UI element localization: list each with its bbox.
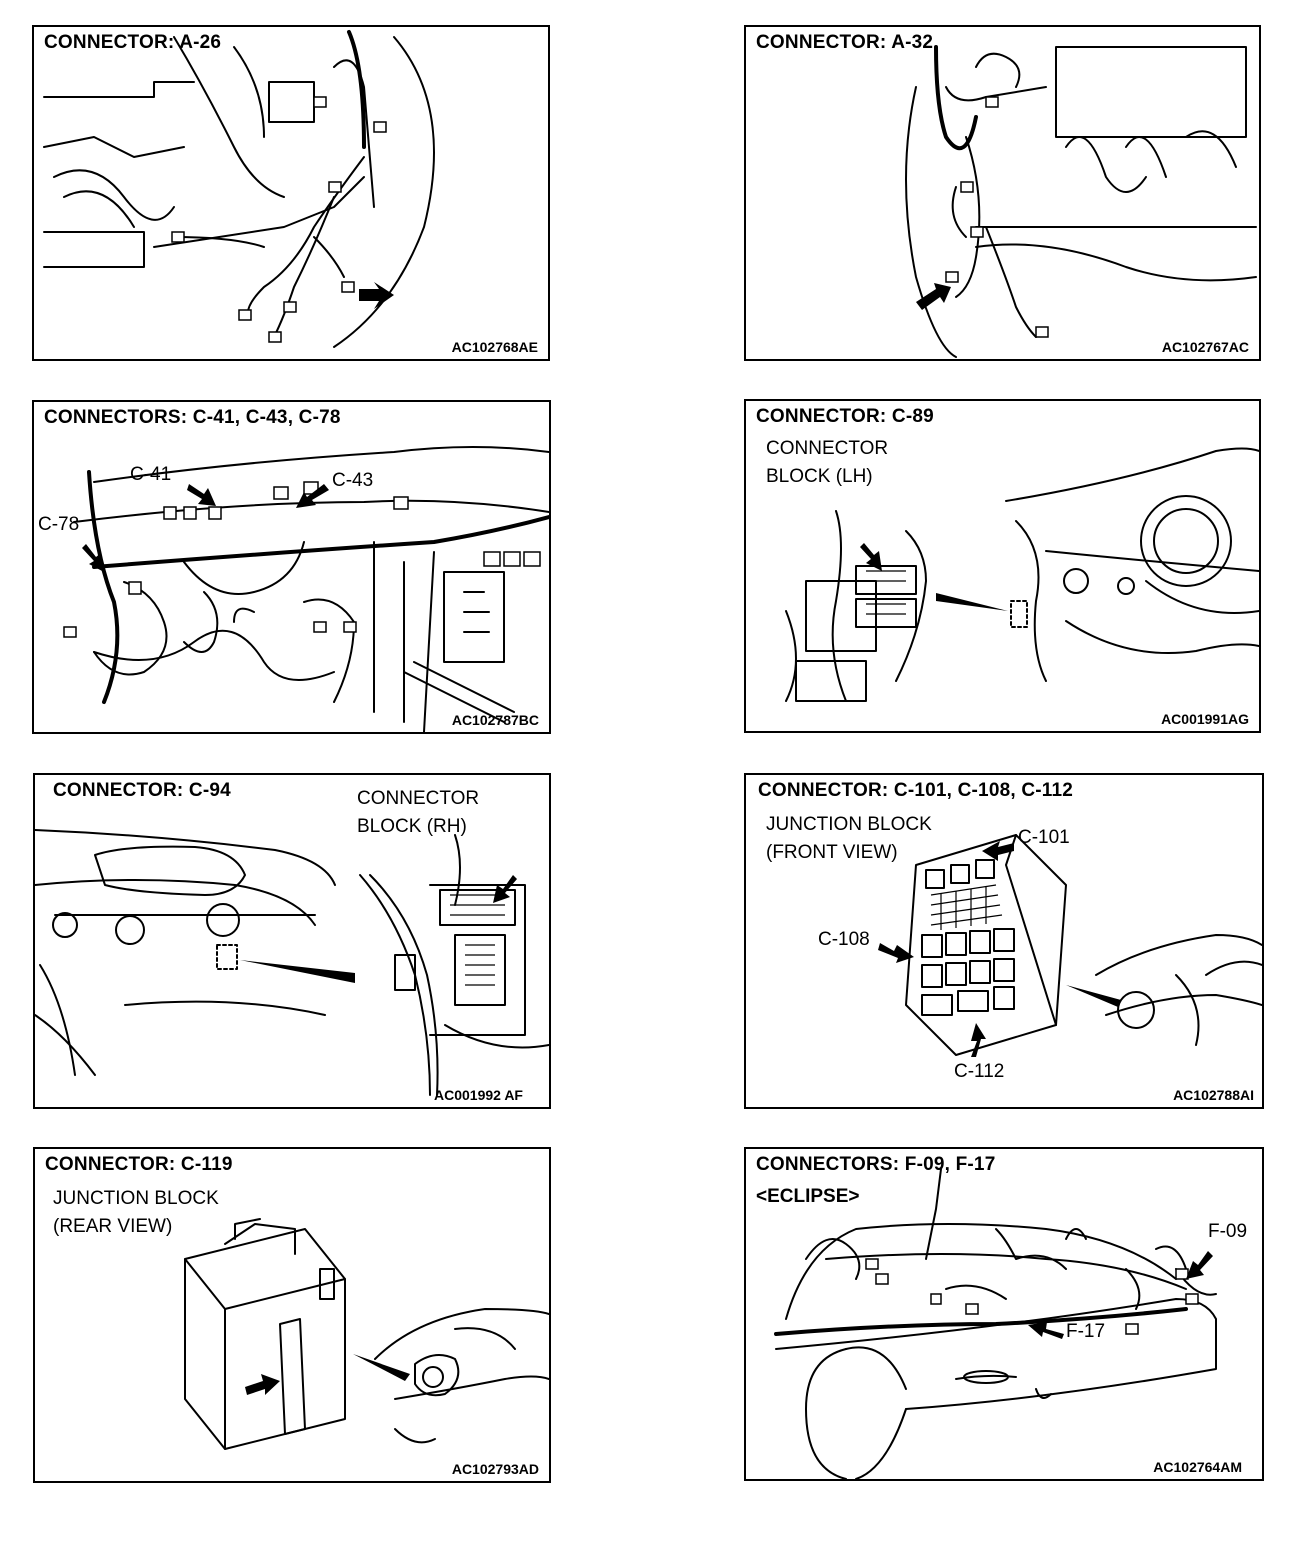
diagram-panel-a26: CONNECTOR: A-26 AC102768AE bbox=[32, 25, 550, 361]
pointer-arrow-icon bbox=[860, 543, 882, 571]
engine-bay-illustration bbox=[905, 45, 1257, 358]
c108-label: C-108 bbox=[818, 929, 870, 950]
panel-title: CONNECTORS: C-41, C-43, C-78 bbox=[44, 407, 341, 428]
c43-label: C-43 bbox=[332, 470, 374, 491]
connector-block-illustration bbox=[35, 829, 549, 1096]
junction-block-illustration bbox=[184, 1218, 549, 1450]
diagram-panel-c119: CONNECTOR: C-119 JUNCTION BLOCK (REAR VI… bbox=[33, 1147, 551, 1483]
subtitle-line2: (FRONT VIEW) bbox=[766, 842, 898, 863]
panel-title: CONNECTOR: A-32 bbox=[756, 32, 934, 53]
c101-label: C-101 bbox=[1018, 827, 1070, 848]
subtitle-line1: JUNCTION BLOCK bbox=[53, 1188, 219, 1209]
locator-wedge-icon bbox=[936, 593, 1008, 611]
c43-arrow-icon bbox=[296, 484, 329, 508]
panel-title: CONNECTOR: C-119 bbox=[45, 1154, 233, 1175]
c78-arrow-icon bbox=[82, 544, 104, 572]
c112-arrow-icon bbox=[971, 1023, 986, 1057]
junction-block-illustration bbox=[878, 834, 1262, 1057]
figure-code: AC102787BC bbox=[451, 712, 539, 728]
subtitle-line2: BLOCK (LH) bbox=[766, 466, 873, 487]
diagram-panel-a32: CONNECTOR: A-32 AC102767AC bbox=[744, 25, 1261, 361]
engine-bay-illustration bbox=[43, 30, 435, 348]
connector-block-illustration bbox=[785, 447, 1259, 702]
c108-arrow-icon bbox=[878, 943, 914, 963]
pointer-arrow-icon bbox=[245, 1374, 280, 1395]
pointer-arrow-icon bbox=[359, 282, 394, 309]
figure-code: AC102793AD bbox=[451, 1461, 539, 1477]
panel-title: CONNECTOR: C-101, C-108, C-112 bbox=[758, 780, 1074, 801]
subtitle-line2: BLOCK (RH) bbox=[357, 816, 467, 837]
c112-label: C-112 bbox=[954, 1061, 1005, 1082]
f17-label: F-17 bbox=[1066, 1321, 1106, 1342]
figure-code: AC102764AM bbox=[1153, 1459, 1242, 1475]
dashboard-harness-illustration bbox=[63, 446, 549, 732]
subtitle-line1: CONNECTOR bbox=[357, 788, 480, 809]
panel-title: CONNECTORS: F-09, F-17 bbox=[756, 1154, 996, 1175]
diagram-panel-c101-c108-c112: CONNECTOR: C-101, C-108, C-112 JUNCTION … bbox=[744, 773, 1264, 1109]
c78-label: C-78 bbox=[38, 514, 80, 535]
panel-title: CONNECTOR: C-89 bbox=[756, 406, 934, 427]
diagram-panel-c41-c43-c78: CONNECTORS: C-41, C-43, C-78 C-41 C-43 C… bbox=[32, 400, 551, 734]
diagram-panel-c89: CONNECTOR: C-89 CONNECTOR BLOCK (LH) AC0… bbox=[744, 399, 1261, 733]
f09-label: F-09 bbox=[1208, 1221, 1248, 1242]
subtitle-line2: (REAR VIEW) bbox=[53, 1216, 173, 1237]
pointer-arrow-icon bbox=[493, 875, 517, 903]
locator-wedge-icon bbox=[353, 1354, 410, 1381]
subtitle-line1: CONNECTOR bbox=[766, 438, 889, 459]
c101-arrow-icon bbox=[982, 841, 1014, 861]
figure-code: AC001991AG bbox=[1161, 711, 1249, 727]
c41-label: C-41 bbox=[130, 464, 172, 485]
c41-arrow-icon bbox=[187, 484, 216, 506]
subtitle-line1: JUNCTION BLOCK bbox=[766, 814, 932, 835]
locator-wedge-icon bbox=[1066, 985, 1121, 1007]
model-tag: <ECLIPSE> bbox=[756, 1186, 860, 1207]
figure-code: AC102788AI bbox=[1173, 1087, 1254, 1103]
diagram-panel-f09-f17: CONNECTORS: F-09, F-17 <ECLIPSE> F-09 F-… bbox=[744, 1147, 1264, 1481]
panel-title: CONNECTOR: A-26 bbox=[44, 32, 222, 53]
figure-code: AC102767AC bbox=[1161, 339, 1249, 355]
figure-code: AC102768AE bbox=[451, 339, 538, 355]
panel-title: CONNECTOR: C-94 bbox=[53, 780, 231, 801]
pointer-arrow-icon bbox=[916, 283, 951, 310]
figure-code: AC001992 AF bbox=[434, 1087, 523, 1103]
diagram-panel-c94: CONNECTOR: C-94 CONNECTOR BLOCK (RH) AC0… bbox=[33, 773, 551, 1109]
f09-arrow-icon bbox=[1186, 1251, 1213, 1279]
f17-arrow-icon bbox=[1028, 1322, 1064, 1339]
rear-bumper-illustration bbox=[774, 1168, 1217, 1479]
locator-wedge-icon bbox=[240, 960, 355, 983]
